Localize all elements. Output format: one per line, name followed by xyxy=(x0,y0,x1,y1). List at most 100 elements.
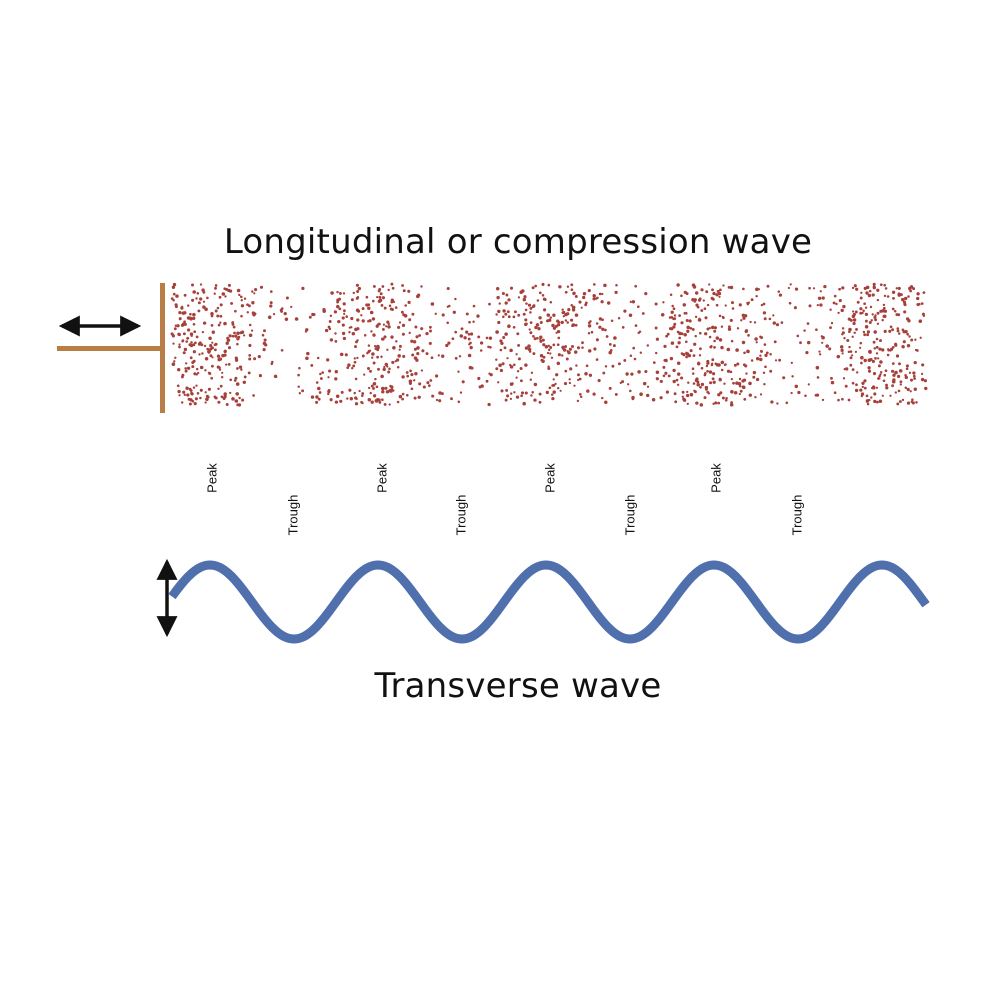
particle-dot xyxy=(788,301,792,305)
particle-dot xyxy=(700,309,704,312)
particle-dot xyxy=(392,300,396,304)
particle-dot xyxy=(722,284,725,287)
particle-dot xyxy=(195,373,198,376)
particle-dot xyxy=(875,337,879,341)
particle-dot xyxy=(199,365,204,370)
particle-dot xyxy=(236,288,241,293)
particle-dot xyxy=(896,374,901,379)
peak-label: Peak xyxy=(204,463,219,493)
particle-dot xyxy=(376,295,379,299)
particle-dot xyxy=(227,346,232,350)
particle-dot xyxy=(324,328,329,333)
particle-dot xyxy=(603,283,607,288)
particle-dot xyxy=(224,295,227,298)
particle-dot xyxy=(623,309,627,313)
particle-dot xyxy=(538,392,542,396)
particle-dot xyxy=(216,306,220,310)
particle-dot xyxy=(337,297,342,301)
particle-dot xyxy=(386,365,389,368)
particle-dot xyxy=(564,345,568,348)
particle-dot xyxy=(891,345,895,349)
particle-dot xyxy=(686,402,689,406)
particle-dot xyxy=(610,319,614,322)
particle-dot xyxy=(676,283,680,287)
particle-dot xyxy=(768,317,772,321)
particle-dot xyxy=(327,376,330,379)
particle-dot xyxy=(860,394,863,398)
particle-dot xyxy=(712,380,716,384)
particle-dot xyxy=(317,386,321,391)
particle-dot xyxy=(403,314,408,318)
particle-dot xyxy=(388,367,391,371)
particle-dot xyxy=(601,292,604,296)
particle-dot xyxy=(875,352,879,355)
trough-label: Trough xyxy=(789,495,804,536)
particle-dot xyxy=(284,317,289,321)
particle-dot xyxy=(727,325,731,329)
particle-dot xyxy=(330,291,334,295)
particle-dot xyxy=(334,370,338,374)
particle-dot xyxy=(199,283,203,286)
particle-dot xyxy=(829,326,832,330)
particle-dot xyxy=(545,390,549,395)
particle-dot xyxy=(922,291,926,294)
particle-dot xyxy=(547,344,550,347)
particle-dot xyxy=(742,363,746,367)
particle-dot xyxy=(376,348,380,352)
particle-dot xyxy=(876,322,880,325)
particle-dot xyxy=(911,398,914,401)
particle-dot xyxy=(863,386,867,390)
particle-dot xyxy=(211,341,214,344)
particle-dot xyxy=(708,283,711,286)
particle-dot xyxy=(339,399,343,403)
particle-dot xyxy=(410,339,414,343)
particle-dot xyxy=(412,340,417,344)
particle-dot xyxy=(227,363,231,366)
particle-dot xyxy=(655,370,660,374)
particle-dot xyxy=(197,309,201,313)
particle-dot xyxy=(395,340,398,343)
particle-dot xyxy=(838,287,841,291)
particle-dot xyxy=(713,329,717,333)
particle-dot xyxy=(894,342,898,346)
particle-dot xyxy=(240,368,243,371)
particle-dot xyxy=(172,292,176,296)
particle-dot xyxy=(911,401,915,405)
particle-dot xyxy=(221,292,226,296)
particle-dot xyxy=(384,386,388,390)
particle-dot xyxy=(542,297,547,301)
particle-dot xyxy=(843,367,846,371)
particle-dot xyxy=(415,358,419,362)
particle-dot xyxy=(418,334,421,337)
particle-dot xyxy=(207,396,210,399)
particle-dot xyxy=(547,348,551,352)
particle-dot xyxy=(876,400,879,404)
particle-dot xyxy=(389,389,393,393)
particle-dot xyxy=(329,398,333,402)
particle-dot xyxy=(524,363,528,367)
particle-dot xyxy=(334,340,338,343)
particle-dot xyxy=(177,333,181,337)
particle-dot xyxy=(457,400,461,404)
particle-dot xyxy=(759,354,762,357)
particle-dot xyxy=(654,302,658,306)
particle-dot xyxy=(630,372,634,376)
particle-dot xyxy=(646,393,650,398)
particle-dot xyxy=(859,311,863,315)
particle-dot xyxy=(685,393,690,398)
particle-dot xyxy=(369,391,372,395)
particle-dot xyxy=(517,343,521,347)
particle-dot xyxy=(231,321,234,324)
particle-dot xyxy=(385,390,390,394)
particle-dot xyxy=(729,285,734,290)
particle-dot xyxy=(192,359,196,363)
particle-dot xyxy=(233,331,236,335)
particle-dot xyxy=(529,306,533,310)
particle-dot xyxy=(910,338,914,342)
particle-dot xyxy=(524,391,528,395)
particle-dot xyxy=(586,389,590,393)
particle-dot xyxy=(770,400,774,404)
particle-dot xyxy=(413,347,417,351)
particle-dot xyxy=(384,362,388,367)
particle-dot xyxy=(541,282,545,286)
